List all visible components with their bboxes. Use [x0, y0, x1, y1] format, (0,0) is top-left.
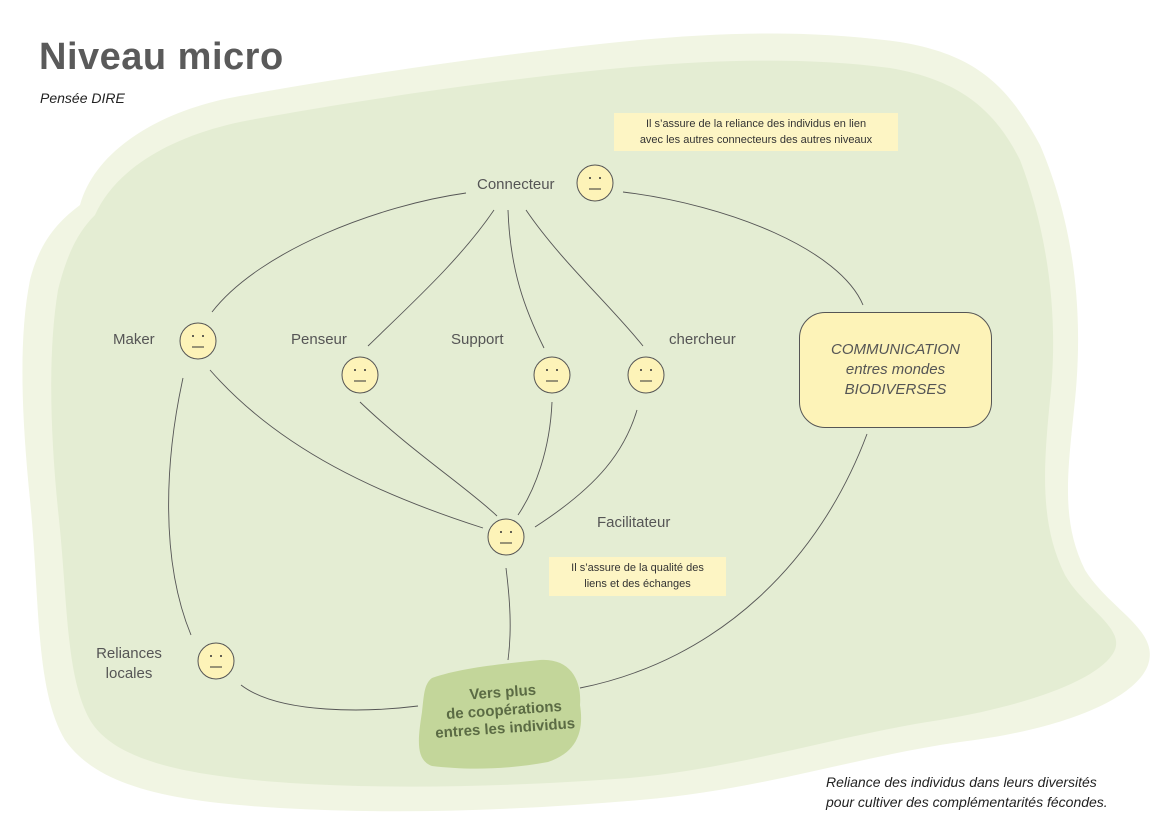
line-communication-goal: [579, 433, 868, 689]
face-icon: [487, 518, 525, 556]
face-icon: [179, 322, 217, 360]
line-reliances-goal: [240, 684, 419, 711]
role-label-penseur: Penseur: [291, 331, 347, 348]
communication-line2: entres mondes: [845, 361, 946, 378]
line-connecteur-maker: [211, 192, 467, 313]
note-facilitateur: Il s’assure de la qualité des liens et d…: [549, 557, 726, 596]
role-label-reliances-line1: Reliances: [96, 645, 162, 662]
line-facilitateur-goal: [505, 567, 511, 661]
communication-line3: BIODIVERSES: [844, 381, 947, 398]
line-maker-facilitateur: [209, 369, 484, 529]
role-label-support: Support: [451, 331, 504, 348]
goal-label: Vers plus de coopérations entres les ind…: [422, 678, 585, 743]
line-penseur-facilitateur: [359, 401, 498, 517]
footer-caption: Reliance des individus dans leurs divers…: [826, 772, 1108, 812]
relation-lines: [168, 191, 868, 711]
page-title: Niveau micro: [39, 36, 284, 78]
communication-line1: COMMUNICATION: [831, 341, 960, 358]
face-icon: [533, 356, 571, 394]
footer-line1: Reliance des individus dans leurs divers…: [826, 774, 1097, 790]
communication-box: COMMUNICATION entres mondes BIODIVERSES: [799, 312, 992, 428]
line-connecteur-penseur: [367, 209, 495, 347]
page-subtitle: Pensée DIRE: [40, 90, 125, 106]
line-connecteur-support: [507, 209, 545, 349]
role-label-maker: Maker: [113, 331, 155, 348]
background-blob-inner: [51, 60, 1117, 787]
footer-line2: pour cultiver des complémentarités fécon…: [826, 794, 1108, 810]
line-connecteur-communication: [622, 191, 864, 306]
line-support-facilitateur: [517, 401, 553, 516]
role-label-chercheur: chercheur: [669, 331, 736, 348]
note-connecteur: Il s’assure de la reliance des individus…: [614, 113, 898, 151]
role-label-reliances-line2: locales: [105, 665, 153, 682]
note-facilitateur-line2: liens et des échanges: [584, 578, 691, 590]
note-facilitateur-line1: Il s’assure de la qualité des: [571, 562, 704, 574]
face-icon: [197, 642, 235, 680]
face-icon: [627, 356, 665, 394]
line-maker-reliances: [168, 377, 192, 636]
role-label-connecteur: Connecteur: [477, 176, 555, 193]
line-chercheur-facilitateur: [534, 409, 638, 528]
face-icon: [576, 164, 614, 202]
note-connecteur-line2: avec les autres connecteurs des autres n…: [639, 134, 873, 146]
line-connecteur-chercheur: [525, 209, 644, 347]
goal-blob: [418, 659, 582, 769]
role-label-reliances-locales: Reliances locales: [89, 644, 169, 684]
note-connecteur-line1: Il s’assure de la reliance des individus…: [645, 118, 867, 130]
face-icon: [341, 356, 379, 394]
role-label-facilitateur: Facilitateur: [597, 514, 671, 531]
